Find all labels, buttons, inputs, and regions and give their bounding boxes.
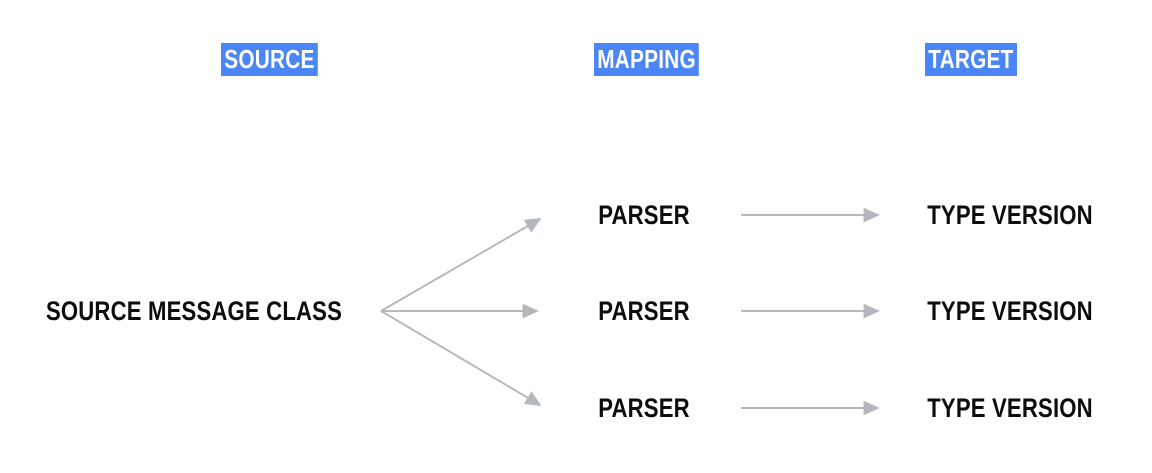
node-parser-1: PARSER: [598, 200, 690, 230]
edge-source-to-parser-3: [380, 310, 542, 406]
node-parser-2: PARSER: [598, 296, 690, 326]
column-header-target: TARGET: [925, 43, 1017, 76]
column-header-mapping: MAPPING: [594, 43, 700, 76]
node-source-message-class: SOURCE MESSAGE CLASS: [45, 296, 343, 326]
column-header-source: SOURCE: [221, 43, 318, 76]
node-parser-3: PARSER: [598, 393, 690, 423]
edge-source-to-parser-1: [380, 218, 542, 312]
node-type-version-1: TYPE VERSION: [927, 200, 1093, 230]
node-type-version-2: TYPE VERSION: [927, 296, 1093, 326]
node-type-version-3: TYPE VERSION: [927, 393, 1093, 423]
